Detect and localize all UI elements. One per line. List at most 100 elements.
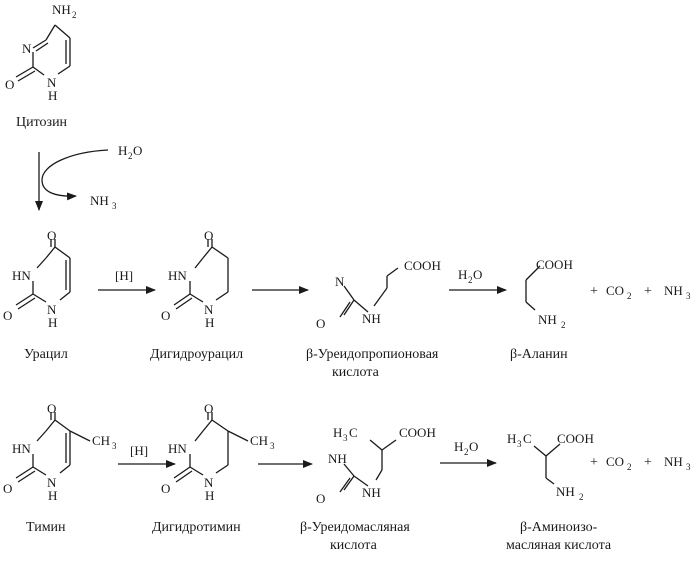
atom-h: H bbox=[205, 488, 214, 503]
atom-o: O bbox=[161, 481, 170, 496]
label-ureidobutyric-acid-2: кислота bbox=[330, 538, 378, 553]
atom-o: O bbox=[3, 481, 12, 496]
atom-c: C bbox=[523, 431, 532, 446]
atom-n: N bbox=[335, 274, 345, 289]
reagent-water: H bbox=[454, 439, 463, 454]
atom-nh: NH bbox=[556, 484, 575, 499]
plus-sign: + bbox=[590, 284, 598, 299]
atom-o: O bbox=[47, 401, 56, 416]
atom-nh: NH bbox=[538, 312, 557, 327]
atom-hn: HN bbox=[12, 268, 31, 283]
atom-n: N bbox=[204, 302, 214, 317]
aminoisobutyric-acid-structure: H 3 C COOH NH 2 bbox=[507, 431, 594, 502]
atom-c: C bbox=[349, 425, 358, 440]
plus-sign: + bbox=[590, 455, 598, 470]
label-aminoisobutyric-acid-2: масляная кислота bbox=[506, 538, 612, 553]
atom-n: NH bbox=[52, 2, 71, 17]
atom-n: N bbox=[22, 41, 32, 56]
label-beta-alanine: β-Аланин bbox=[510, 347, 568, 362]
atom-o: O bbox=[204, 401, 213, 416]
atom-cooh: COOH bbox=[399, 425, 436, 440]
atom-cooh: COOH bbox=[404, 258, 441, 273]
beta-alanine-structure: COOH NH 2 bbox=[525, 257, 573, 330]
atom-o: O bbox=[204, 228, 213, 243]
label-thymine: Тимин bbox=[26, 520, 66, 535]
atom-n: N bbox=[47, 475, 57, 490]
subscript: 3 bbox=[112, 201, 117, 211]
subscript: 3 bbox=[686, 462, 691, 472]
atom-nh: NH bbox=[362, 485, 381, 500]
atom-o: O bbox=[5, 77, 14, 92]
product-ammonia: NH bbox=[664, 454, 683, 469]
uracil-structure: O HN O N H bbox=[3, 228, 71, 330]
label-cytosine: Цитозин bbox=[16, 115, 68, 130]
subscript: 2 bbox=[627, 462, 632, 472]
atom-ch: CH bbox=[250, 433, 268, 448]
atom-o: O bbox=[161, 308, 170, 323]
atom-hn: NH bbox=[328, 451, 347, 466]
atom-h: H bbox=[507, 431, 516, 446]
subscript: 3 bbox=[270, 441, 275, 451]
plus-sign: + bbox=[644, 455, 652, 470]
products-row-1: + CO 2 + NH 3 bbox=[590, 283, 691, 301]
atom-o: O bbox=[316, 316, 325, 331]
label-ureidopropionic-acid-2: кислота bbox=[332, 365, 380, 380]
reagent-water-o: O bbox=[473, 267, 482, 282]
subscript: 3 bbox=[686, 291, 691, 301]
subscript: 2 bbox=[72, 10, 77, 20]
subscript: 2 bbox=[468, 275, 473, 285]
subscript: 3 bbox=[112, 441, 117, 451]
reagent-water-o: O bbox=[133, 143, 142, 158]
subscript: 2 bbox=[128, 151, 133, 161]
reagent-hydrogen: [H] bbox=[115, 268, 133, 283]
atom-h: H bbox=[48, 88, 57, 103]
reagent-hydrogen: [H] bbox=[130, 443, 148, 458]
atom-o: O bbox=[3, 308, 12, 323]
subscript: 2 bbox=[464, 447, 469, 457]
label-dihydrothymine: Дигидротимин bbox=[152, 520, 241, 535]
reagent-ammonia: NH bbox=[90, 193, 109, 208]
dihydrothymine-structure: O CH 3 HN O N H bbox=[161, 401, 275, 503]
label-uracil: Урацил bbox=[24, 347, 68, 362]
product-co2: CO bbox=[606, 283, 624, 298]
plus-sign: + bbox=[644, 284, 652, 299]
deamination-arrow: H 2 O NH 3 bbox=[35, 143, 142, 211]
reagent-water-o: O bbox=[469, 439, 478, 454]
subscript: 3 bbox=[343, 433, 348, 443]
thymine-structure: O CH 3 HN O N H bbox=[3, 401, 117, 503]
product-co2: CO bbox=[606, 454, 624, 469]
subscript: 3 bbox=[517, 439, 522, 449]
atom-h: H bbox=[333, 425, 342, 440]
reagent-water: H bbox=[118, 143, 127, 158]
label-dihydrouracil: Дигидроурацил bbox=[150, 347, 243, 362]
atom-hn: HN bbox=[168, 441, 187, 456]
dihydrouracil-structure: O HN O N H bbox=[161, 228, 229, 330]
products-row-2: + CO 2 + NH 3 bbox=[590, 454, 691, 472]
subscript: 2 bbox=[627, 291, 632, 301]
subscript: 2 bbox=[579, 492, 584, 502]
atom-n: N bbox=[47, 75, 57, 90]
ureidobutyric-acid-structure: NH O NH H 3 C COOH bbox=[316, 425, 436, 506]
label-ureidopropionic-acid: β-Уреидопропионовая bbox=[306, 347, 439, 362]
reagent-water: H bbox=[458, 267, 467, 282]
atom-h: H bbox=[48, 315, 57, 330]
product-ammonia: NH bbox=[664, 283, 683, 298]
atom-n: N bbox=[204, 475, 214, 490]
atom-hn: HN bbox=[168, 268, 187, 283]
atom-h: H bbox=[205, 315, 214, 330]
subscript: 2 bbox=[561, 320, 566, 330]
atom-hn: HN bbox=[12, 441, 31, 456]
ureidopropionic-acid-structure: N O NH COOH bbox=[316, 258, 441, 331]
label-aminoisobutyric-acid: β-Аминоизо- bbox=[520, 520, 598, 535]
atom-cooh: COOH bbox=[536, 257, 573, 272]
atom-nh: NH bbox=[362, 311, 381, 326]
label-ureidobutyric-acid: β-Уреидомасляная bbox=[300, 520, 410, 535]
atom-o: O bbox=[47, 228, 56, 243]
atom-o: O bbox=[316, 491, 325, 506]
atom-n: N bbox=[47, 302, 57, 317]
atom-cooh: COOH bbox=[557, 431, 594, 446]
atom-h: H bbox=[48, 488, 57, 503]
cytosine-structure: NH 2 N O N H bbox=[5, 2, 77, 103]
atom-ch: CH bbox=[92, 433, 110, 448]
